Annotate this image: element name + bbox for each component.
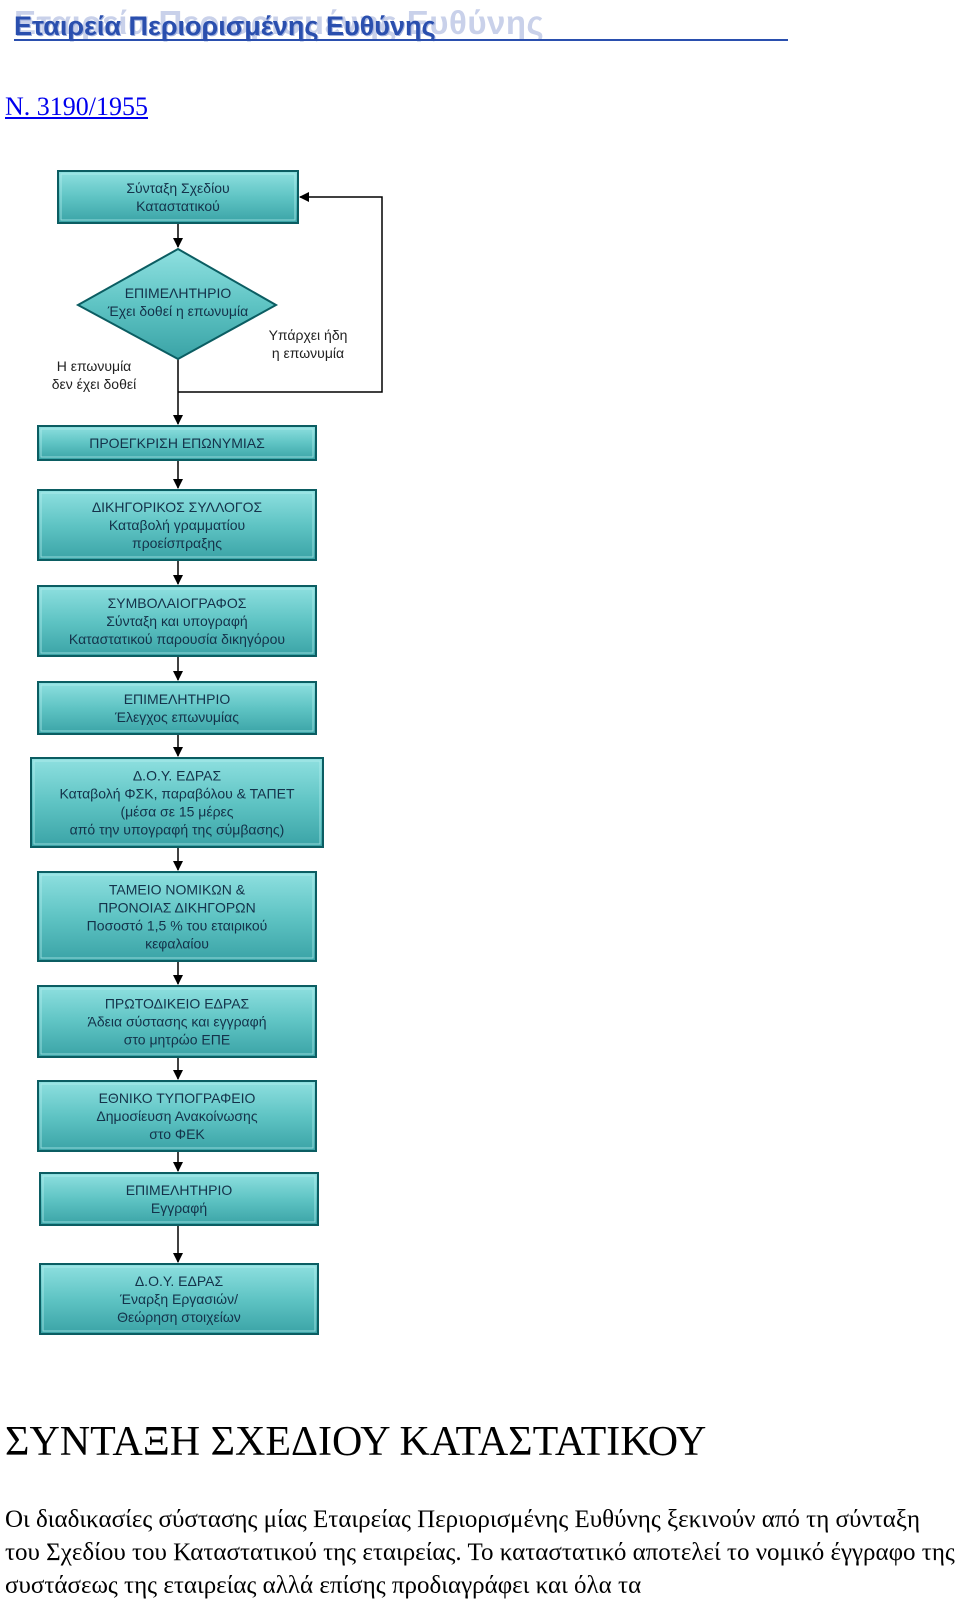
flow-step-8-text: στο ΦΕΚ [149,1126,205,1142]
flow-step-4-text: ΕΠΙΜΕΛΗΤΗΡΙΟ [124,691,231,707]
flow-step-9: ΕΠΙΜΕΛΗΤΗΡΙΟ Εγγραφή [39,1172,319,1226]
flow-step-5-text: Δ.Ο.Υ. ΕΔΡΑΣ [133,768,222,784]
flow-step-10-shape [39,1263,319,1335]
flow-step-10-text: Δ.Ο.Υ. ΕΔΡΑΣ [135,1273,224,1289]
flow-step-8-bevel [40,1083,314,1149]
connector-loop-back [178,192,383,393]
flow-step-start-text: Σύνταξη Σχεδίου [126,180,229,196]
flow-decision-text: Έχει δοθεί η επωνυμία [107,303,248,319]
flow-step-3: ΣΥΜΒΟΛΑΙΟΓΡΑΦΟΣ Σύνταξη και υπογραφήΚατασ… [37,585,317,657]
flowchart-connectors [173,192,383,1263]
flow-step-8: ΕΘΝΙΚΟ ΤΥΠΟΓΡΑΦΕΙΟ Δημοσίευση Ανακοίνωσης… [37,1080,317,1152]
flow-step-4-text: Έλεγχος επωνυμίας [114,709,239,725]
flow-step-5: Δ.Ο.Υ. ΕΔΡΑΣ Καταβολή ΦΣΚ, παραβόλου & ΤΑ… [30,757,324,848]
flow-step-6-text: Ποσοστό 1,5 % του εταιρικού [87,918,268,934]
flow-step-3-text: ΣΥΜΒΟΛΑΙΟΓΡΑΦΟΣ [108,595,247,611]
flow-step-2-text: Καταβολή γραμματίου [109,517,245,533]
flow-step-10: Δ.Ο.Υ. ΕΔΡΑΣ Έναρξη Εργασιών/Θεώρηση στοι… [39,1263,319,1335]
flow-step-6-bevel [40,874,314,959]
flow-step-3-text: Σύνταξη και υπογραφή [106,613,247,629]
flow-step-3-shape [37,585,317,657]
flow-step-7-text: στο μητρώο ΕΠΕ [124,1032,230,1048]
flow-step-8-text: ΕΘΝΙΚΟ ΤΥΠΟΓΡΑΦΕΙΟ [99,1090,256,1106]
flow-step-3-bevel [40,588,314,654]
header-ghost-title: Εταιρεία Περιορισμένης Ευθύνης [14,4,545,41]
flow-step-4-shape [37,681,317,735]
flow-step-9-bevel [42,1175,316,1223]
flow-step-start-shape [57,170,299,224]
flow-decision-shape [75,247,279,361]
flow-step-2-text: προείσπραξης [132,535,222,551]
flow-step-6-shape [37,871,317,962]
flow-step-1: ΠΡΟΕΓΚΡΙΣΗ ΕΠΩΝΥΜΙΑΣ [37,425,317,461]
flow-step-2: ΔΙΚΗΓΟΡΙΚΟΣ ΣΥΛΛΟΓΟΣ Καταβολή γραμματίου π… [37,489,317,561]
flow-decision: ΕΠΙΜΕΛΗΤΗΡΙΟ Έχει δοθεί η επωνυμία [75,247,279,361]
flow-step-2-bevel [40,492,314,558]
flow-step-5-text: (μέσα σε 15 μέρες [120,804,233,820]
intro-paragraph: Οι διαδικασίες σύστασης μίας Εταιρείας Π… [5,1506,955,1599]
flow-step-10-text: Θεώρηση στοιχείων [117,1309,241,1325]
page-title: Εταιρεία Περιορισμένης Ευθύνης [14,11,436,41]
flow-step-4: ΕΠΙΜΕΛΗΤΗΡΙΟ Έλεγχος επωνυμίας [37,681,317,735]
flow-label-yes: η επωνυμία [272,345,344,361]
flow-label-no: δεν έχει δοθεί [52,376,136,392]
flow-step-start-text: Καταστατικού [136,198,220,214]
flow-step-3-text: Καταστατικού παρουσία δικηγόρου [69,631,285,647]
flow-step-7-text: Άδεια σύστασης και εγγραφή [88,1014,267,1030]
flow-step-9-text: Εγγραφή [151,1200,207,1216]
section-title: ΣΥΝΤΑΞΗ ΣΧΕΔΙΟΥ ΚΑΤΑΣΤΑΤΙΚΟΥ [5,1419,707,1465]
flow-step-1-shape [37,425,317,461]
flow-step-7-bevel [40,988,314,1055]
flow-decision-text: ΕΠΙΜΕΛΗΤΗΡΙΟ [125,285,232,301]
flow-step-6-text: ΠΡΟΝΟΙΑΣ ΔΙΚΗΓΟΡΩΝ [98,900,256,916]
flow-step-7-shape [37,985,317,1058]
flow-step-1-bevel [40,428,314,458]
flow-step-8-text: Δημοσίευση Ανακοίνωσης [96,1108,257,1124]
flow-step-start-bevel [60,173,296,221]
flow-step-5-bevel [33,760,321,845]
flow-step-2-shape [37,489,317,561]
flow-label-no: Η επωνυμία [57,358,132,374]
flow-step-9-text: ΕΠΙΜΕΛΗΤΗΡΙΟ [126,1182,233,1198]
flow-step-9-shape [39,1172,319,1226]
flow-step-6-text: κεφαλαίου [145,936,209,952]
flow-step-10-text: Έναρξη Εργασιών/ [119,1291,238,1307]
flow-step-5-shape [30,757,324,848]
flow-step-5-text: από την υπογραφή της σύμβασης) [70,822,285,838]
flow-step-7: ΠΡΩΤΟΔΙΚΕΙΟ ΕΔΡΑΣ Άδεια σύστασης και εγγρ… [37,985,317,1058]
flow-label-yes: Υπάρχει ήδη [269,327,348,343]
flow-step-4-bevel [40,684,314,732]
flow-step-5-text: Καταβολή ΦΣΚ, παραβόλου & ΤΑΠΕΤ [59,786,294,802]
law-link[interactable]: Ν. 3190/1955 [5,92,148,121]
flow-step-2-text: ΔΙΚΗΓΟΡΙΚΟΣ ΣΥΛΛΟΓΟΣ [92,499,263,515]
flow-step-6-text: ΤΑΜΕΙΟ ΝΟΜΙΚΩΝ & [109,882,246,898]
flow-step-1-text: ΠΡΟΕΓΚΡΙΣΗ ΕΠΩΝΥΜΙΑΣ [89,435,265,451]
flow-step-6: ΤΑΜΕΙΟ ΝΟΜΙΚΩΝ & ΠΡΟΝΟΙΑΣ ΔΙΚΗΓΟΡΩΝ Ποσοστ… [37,871,317,962]
flow-branch-labels: Υπάρχει ήδη η επωνυμία Η επωνυμία δεν έχει … [52,327,348,392]
page-header: Εταιρεία Περιορισμένης Ευθύνης Εταιρεία … [14,2,788,42]
flow-step-10-bevel [42,1266,316,1332]
flow-step-8-shape [37,1080,317,1152]
header-rule [14,39,788,41]
flow-step-7-text: ΠΡΩΤΟΔΙΚΕΙΟ ΕΔΡΑΣ [105,996,250,1012]
